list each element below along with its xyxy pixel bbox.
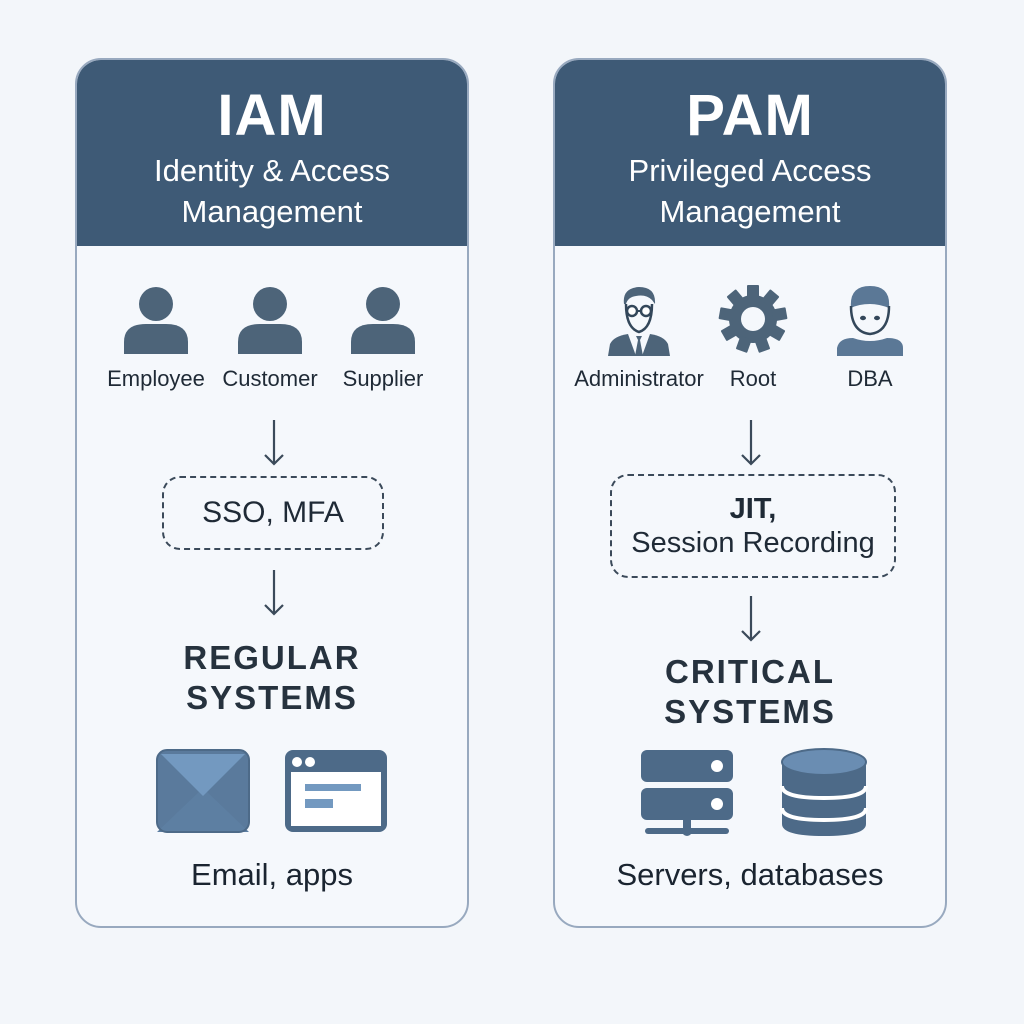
iam-controls-label: SSO, MFA [202,496,344,529]
pam-systems-title: CRITICAL SYSTEMS [555,652,945,732]
iam-system-icons [77,748,467,838]
app-window-icon [285,750,387,832]
role-dba: DBA [835,282,905,391]
systems-title-line1: CRITICAL [665,653,835,690]
user-icon [124,287,188,354]
iam-systems-caption: Email, apps [191,857,353,892]
pam-controls-label-2: Session Recording [631,527,875,559]
arrow-down-icon [264,570,284,616]
role-label: DBA [847,366,893,391]
dba-user-icon [837,286,903,356]
iam-subtitle-line1: Identity & Access [153,153,391,188]
iam-title: IAM [217,83,327,148]
role-label: Root [729,366,777,391]
iam-header: IAM Identity & Access Management [77,60,467,246]
role-label: Supplier [342,366,424,391]
server-icon [641,750,733,836]
pam-subtitle-line2: Management [659,194,841,229]
administrator-icon [608,287,670,356]
iam-systems-title: REGULAR SYSTEMS [77,638,467,718]
pam-system-icons [555,746,945,838]
gear-icon [718,285,788,353]
pam-systems-caption: Servers, databases [616,857,884,892]
role-administrator: Administrator [574,282,704,391]
user-icon [351,287,415,354]
pam-subtitle-line1: Privileged Access [628,153,872,188]
role-customer: Customer [222,282,318,391]
pam-panel: PAM Privileged Access Management Adminis… [553,58,947,928]
iam-roles: Employee Customer Supplier [77,282,467,402]
user-icon [238,287,302,354]
role-employee: Employee [107,282,205,391]
role-label: Administrator [574,366,704,391]
role-label: Employee [107,366,205,391]
iam-controls-box: SSO, MFA [162,476,384,550]
pam-controls-box: JIT, Session Recording [610,474,896,578]
systems-title-line2: SYSTEMS [186,679,358,716]
email-icon [156,749,250,833]
systems-title-line2: SYSTEMS [664,693,836,730]
iam-panel: IAM Identity & Access Management Employe… [75,58,469,928]
pam-controls-label-1: JIT, [729,493,777,525]
arrow-down-icon [741,596,761,642]
systems-title-line1: REGULAR [183,639,361,676]
role-supplier: Supplier [343,282,423,391]
pam-roles: Administrator [555,282,945,402]
iam-subtitle: Identity & Access Management [77,150,467,232]
database-icon [780,748,868,836]
role-root: Root [718,282,788,391]
iam-subtitle-line2: Management [181,194,363,229]
pam-title: PAM [686,83,814,148]
arrow-down-icon [264,420,284,466]
pam-header: PAM Privileged Access Management [555,60,945,246]
role-label: Customer [222,366,318,391]
pam-subtitle: Privileged Access Management [555,150,945,232]
arrow-down-icon [741,420,761,466]
